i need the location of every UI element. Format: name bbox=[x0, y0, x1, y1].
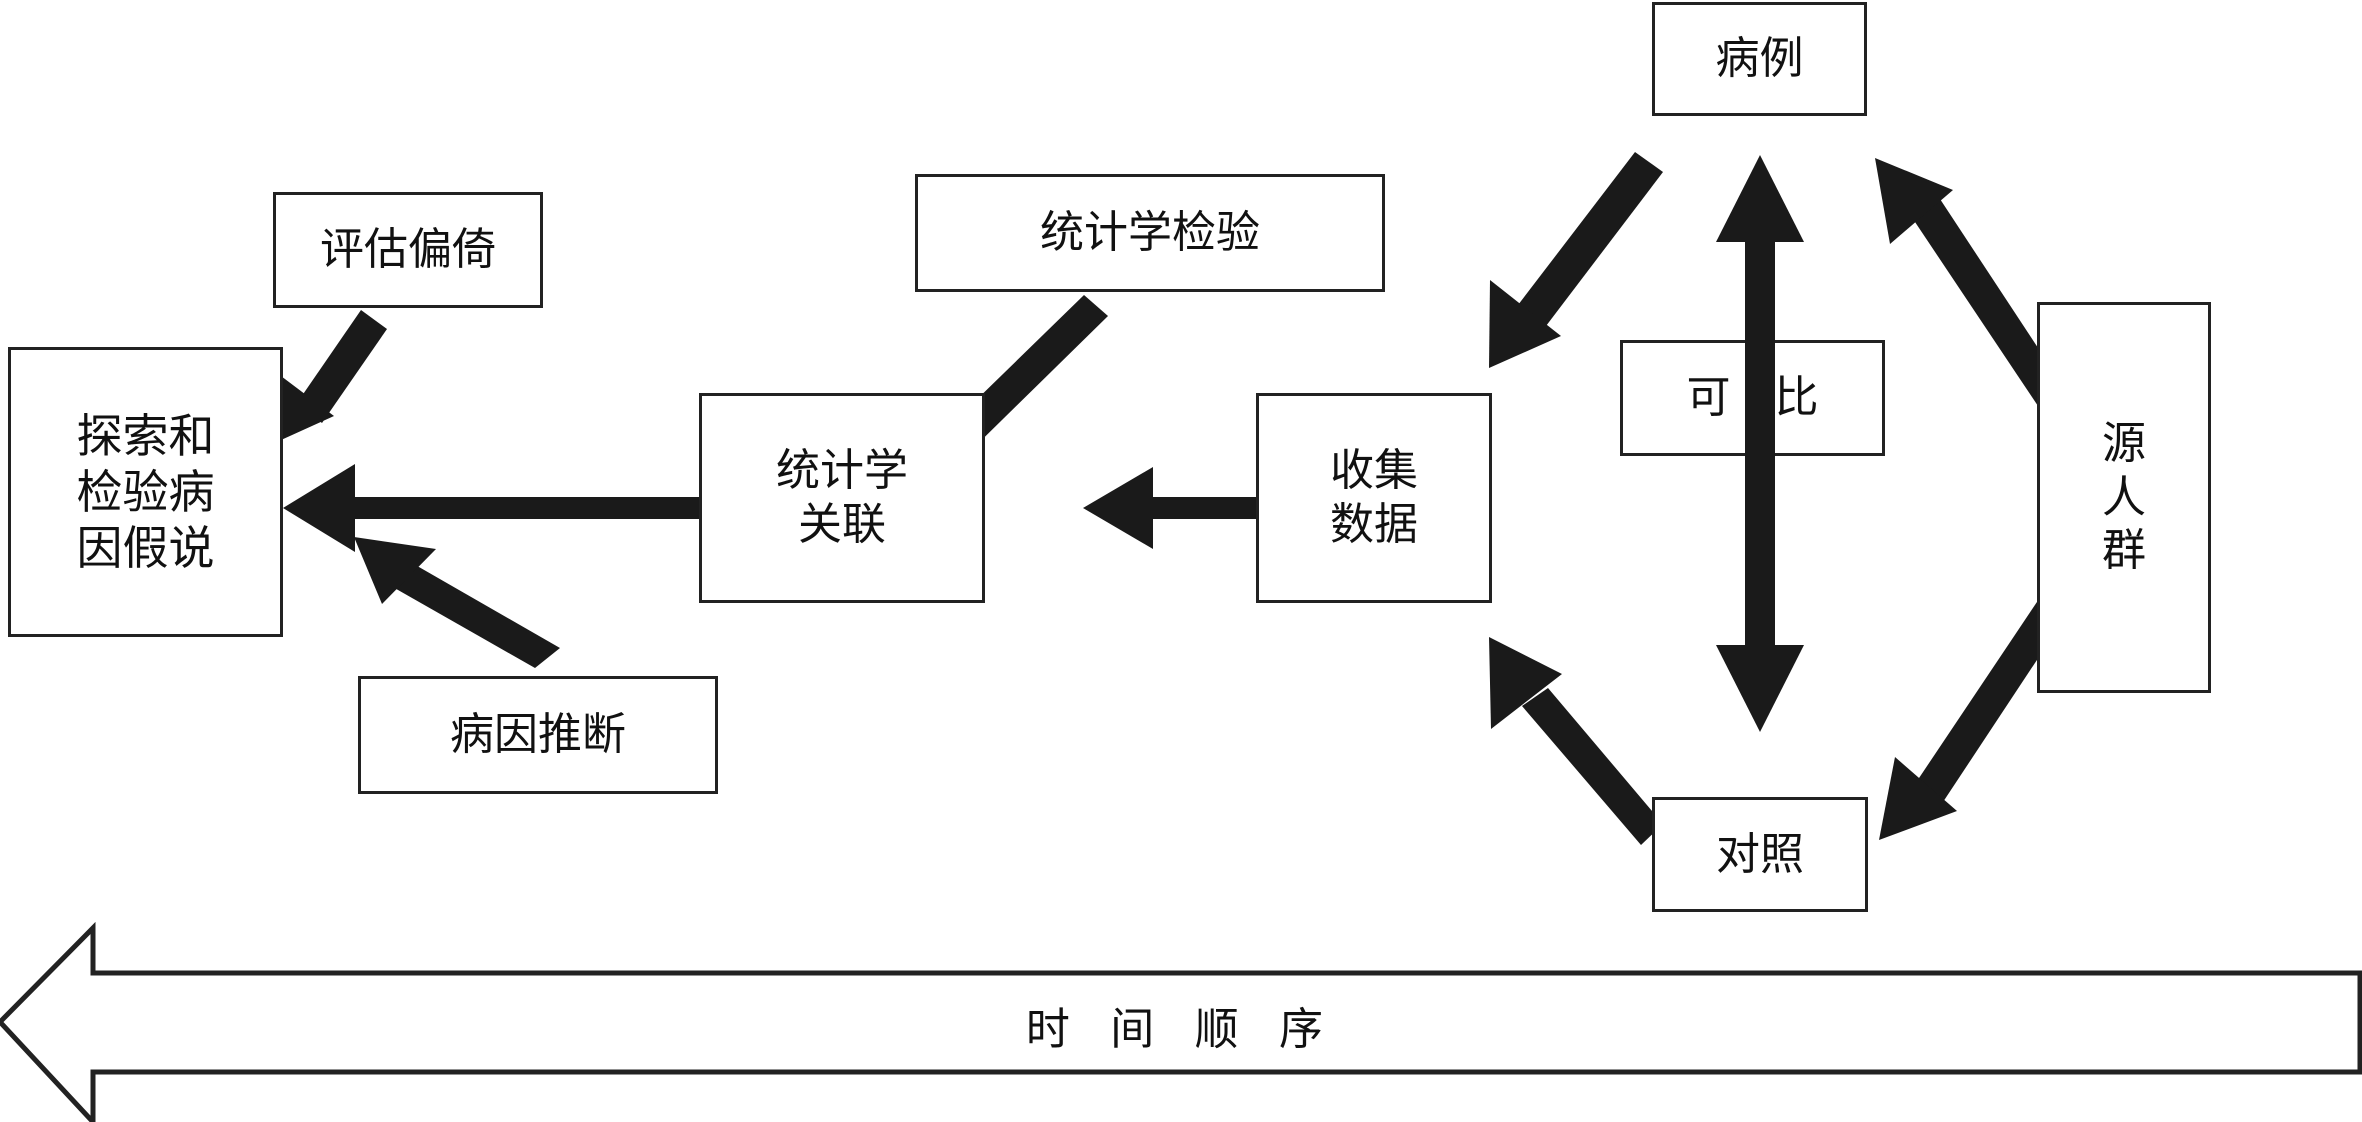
time-sequence-label-text: 时 间 顺 序 bbox=[1025, 1004, 1337, 1055]
node-statistical-test[interactable]: 统计学检验 bbox=[915, 174, 1385, 292]
arrow-case-to-collect bbox=[1489, 152, 1663, 368]
arrow-comparable-crossing bbox=[1745, 336, 1775, 460]
arrow-source-to-control bbox=[1879, 593, 2070, 840]
time-sequence-label: 时 间 顺 序 bbox=[0, 993, 2362, 1057]
node-label: 病因推断 bbox=[450, 709, 626, 761]
node-label: 统计学检验 bbox=[1040, 207, 1260, 259]
node-label: 评估偏倚 bbox=[320, 224, 496, 276]
node-label: 收集 数据 bbox=[1330, 445, 1418, 550]
arrow-inference-to-hypothesis bbox=[354, 537, 560, 668]
node-label: 可 比 bbox=[1686, 372, 1819, 424]
node-label: 病例 bbox=[1715, 33, 1804, 85]
node-hypothesis[interactable]: 探索和 检验病 因假说 bbox=[8, 347, 283, 637]
node-causal-inference[interactable]: 病因推断 bbox=[358, 676, 718, 794]
arrow-source-to-case bbox=[1875, 158, 2069, 412]
arrow-assoc-to-hypothesis bbox=[283, 464, 699, 552]
node-assess-bias[interactable]: 评估偏倚 bbox=[273, 192, 543, 308]
arrow-control-to-collect bbox=[1489, 637, 1663, 845]
node-control[interactable]: 对照 bbox=[1652, 797, 1868, 912]
time-sequence-arrow bbox=[0, 921, 2362, 1122]
node-label: 探索和 检验病 因假说 bbox=[76, 408, 215, 576]
node-label: 源 人 群 bbox=[2102, 417, 2146, 577]
node-label: 统计学 关联 bbox=[776, 445, 908, 550]
node-label: 对照 bbox=[1716, 828, 1804, 880]
node-source-population[interactable]: 源 人 群 bbox=[2037, 302, 2211, 693]
arrow-collect-to-assoc bbox=[1083, 467, 1256, 549]
node-collect-data[interactable]: 收集 数据 bbox=[1256, 393, 1492, 603]
node-statistical-association[interactable]: 统计学 关联 bbox=[699, 393, 985, 603]
node-case[interactable]: 病例 bbox=[1652, 2, 1867, 116]
